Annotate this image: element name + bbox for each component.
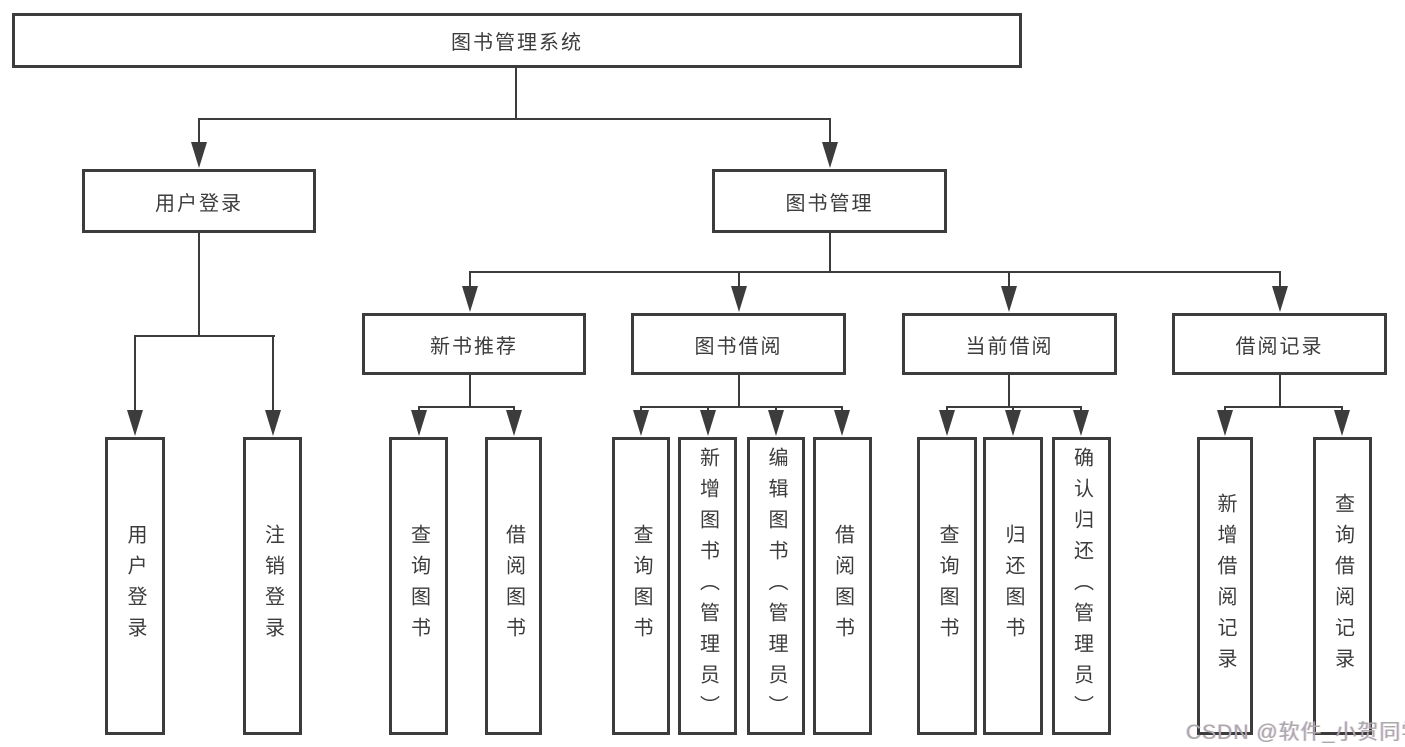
leaf-query-books-current: 查询图书 <box>917 437 977 735</box>
connector-line <box>829 233 831 272</box>
node-new-book-recommend: 新书推荐 <box>362 313 586 375</box>
connector-arrow <box>1272 271 1288 312</box>
connector-arrow <box>1073 406 1089 436</box>
connector-arrow <box>700 406 716 436</box>
node-label: 图书管理系统 <box>451 32 583 54</box>
leaf-label: 查询图书 <box>630 524 652 648</box>
leaf-borrow-books-borrowing: 借阅图书 <box>813 437 872 735</box>
node-label: 新书推荐 <box>430 335 518 358</box>
csdn-watermark: CSDN @软件_小贺同学 <box>1186 721 1405 744</box>
leaf-add-books-admin: 新增图书（管理员） <box>678 437 737 735</box>
connector-line <box>1279 375 1281 407</box>
leaf-label: 新增图书（管理员） <box>696 446 719 726</box>
connector-arrow <box>822 118 838 168</box>
leaf-label: 用户登录 <box>124 524 146 648</box>
connector-arrow <box>731 271 747 312</box>
leaf-label: 归还图书 <box>1002 524 1024 648</box>
leaf-return-books: 归还图书 <box>983 437 1043 735</box>
node-label: 用户登录 <box>155 192 243 215</box>
connector-arrow <box>265 335 281 436</box>
connector-line <box>640 406 843 408</box>
connector-arrow <box>1217 406 1233 436</box>
connector-line <box>738 375 740 407</box>
connector-arrow <box>939 406 955 436</box>
connector-arrow <box>1005 406 1021 436</box>
connector-line <box>198 118 831 120</box>
connector-line <box>469 271 1281 273</box>
node-book-borrowing: 图书借阅 <box>631 313 846 375</box>
connector-line <box>134 335 275 337</box>
connector-arrow <box>834 406 850 436</box>
node-current-borrowing: 当前借阅 <box>902 313 1117 375</box>
leaf-user-login: 用户登录 <box>105 437 165 735</box>
connector-arrow <box>1001 271 1017 312</box>
node-user-login: 用户登录 <box>82 169 316 233</box>
leaf-label: 借阅图书 <box>502 524 525 648</box>
node-borrow-records: 借阅记录 <box>1172 313 1387 375</box>
connector-line <box>946 406 1082 408</box>
connector-line <box>198 233 200 336</box>
node-label: 借阅记录 <box>1235 335 1324 358</box>
connector-arrow <box>127 335 143 436</box>
connector-arrow <box>633 406 649 436</box>
leaf-add-borrow-record: 新增借阅记录 <box>1197 437 1253 735</box>
connector-arrow <box>191 118 207 168</box>
connector-arrow <box>411 406 427 436</box>
leaf-confirm-return-admin: 确认归还（管理员） <box>1052 437 1111 735</box>
connector-line <box>1224 406 1343 408</box>
connector-line <box>1008 375 1010 407</box>
connector-arrow <box>768 406 784 436</box>
leaf-edit-books-admin: 编辑图书（管理员） <box>747 437 805 735</box>
leaf-query-books-borrowing: 查询图书 <box>612 437 670 735</box>
node-label: 图书管理 <box>785 192 874 215</box>
leaf-label: 编辑图书（管理员） <box>765 446 787 726</box>
connector-arrow <box>506 406 522 436</box>
node-library-management-system: 图书管理系统 <box>12 13 1022 68</box>
leaf-label: 新增借阅记录 <box>1214 493 1236 679</box>
node-label: 图书借阅 <box>694 335 783 358</box>
leaf-logout: 注销登录 <box>243 437 302 735</box>
leaf-borrow-books-newbook: 借阅图书 <box>485 437 542 735</box>
leaf-label: 查询图书 <box>936 524 958 648</box>
leaf-label: 注销登录 <box>261 524 284 648</box>
connector-arrow <box>462 271 478 312</box>
leaf-label: 借阅图书 <box>831 524 854 648</box>
connector-arrow <box>1334 406 1350 436</box>
connector-line <box>515 68 517 119</box>
leaf-query-books-newbook: 查询图书 <box>389 437 448 735</box>
connector-line <box>469 375 471 407</box>
node-book-management: 图书管理 <box>712 169 947 233</box>
leaf-query-borrow-record: 查询借阅记录 <box>1313 437 1372 735</box>
leaf-label: 查询图书 <box>407 524 430 648</box>
leaf-label: 查询借阅记录 <box>1331 493 1354 679</box>
node-label: 当前借阅 <box>965 335 1054 358</box>
leaf-label: 确认归还（管理员） <box>1070 446 1093 726</box>
connector-line <box>418 406 515 408</box>
